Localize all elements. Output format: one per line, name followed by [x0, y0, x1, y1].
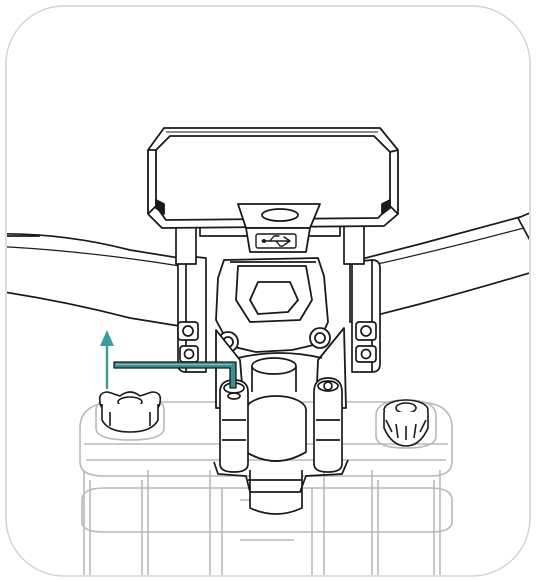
- right-preload-knob: [383, 399, 429, 447]
- bar-clamp-right: [351, 259, 381, 373]
- left-adjuster-knob: [98, 391, 162, 433]
- pinch-bolt-left: [219, 379, 249, 473]
- handlebar-left: [7, 232, 205, 331]
- handlebar-right: [349, 207, 529, 323]
- pinch-bolt-right: [313, 377, 343, 473]
- stem-base: [213, 459, 349, 493]
- display-unit: [147, 127, 399, 229]
- usb-icon: [255, 233, 297, 249]
- hex-key-tool-icon: [113, 361, 237, 389]
- steerer-tube: [245, 357, 307, 515]
- rotate-up-arrow-icon: [100, 330, 114, 390]
- power-button: [261, 208, 299, 222]
- bar-clamp-left: [177, 255, 207, 373]
